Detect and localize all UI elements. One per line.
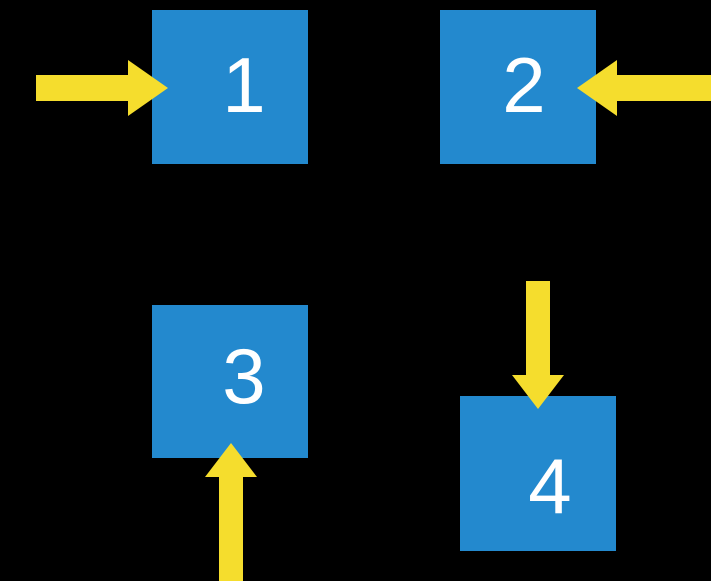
node-box-4[interactable]: 4 (460, 396, 616, 551)
node-label-3: 3 (222, 331, 266, 420)
arrow-down-into-node-4 (512, 281, 564, 409)
arrow-up-into-node-3 (205, 443, 257, 581)
node-box-3[interactable]: 3 (152, 305, 308, 458)
arrow-left-into-node-2 (577, 60, 711, 116)
node-box-2[interactable]: 2 (440, 10, 596, 164)
arrow-right-into-node-1 (36, 60, 168, 116)
node-label-1: 1 (222, 41, 266, 129)
node-box-1[interactable]: 1 (152, 10, 308, 164)
node-label-2: 2 (502, 41, 546, 129)
node-label-4: 4 (528, 441, 572, 530)
